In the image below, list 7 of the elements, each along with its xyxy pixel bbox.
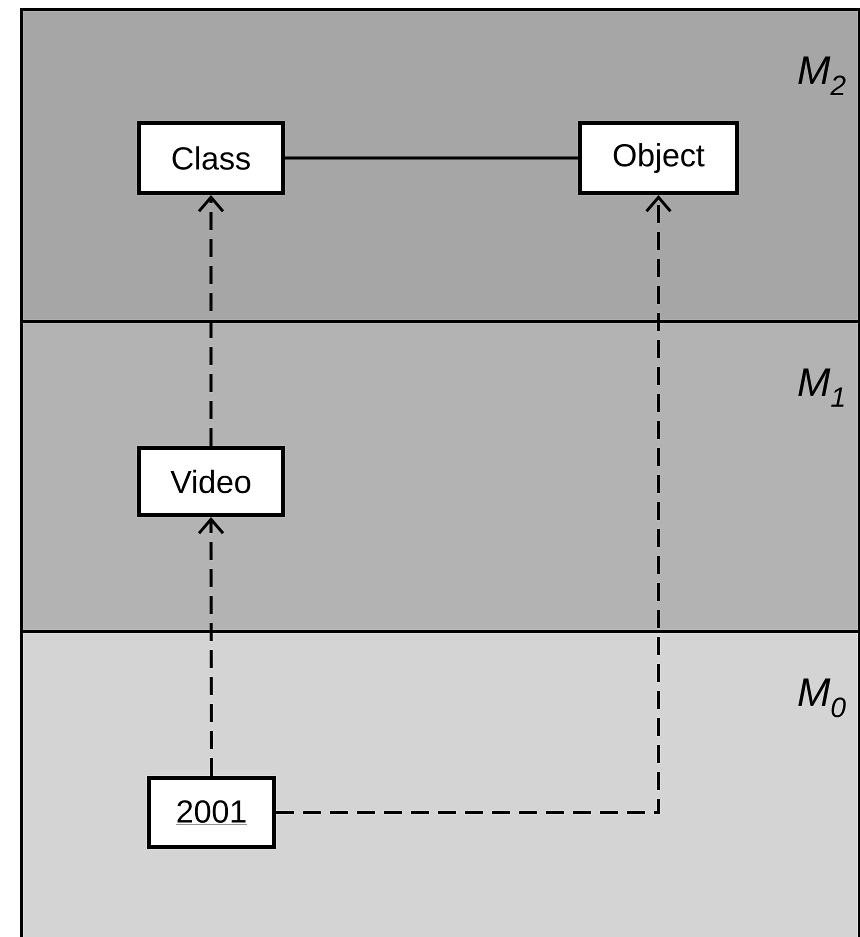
class-box: Class <box>137 121 285 195</box>
arrow <box>276 195 672 814</box>
class-box: 2001 <box>147 776 276 849</box>
class-box: Video <box>137 446 285 517</box>
arrow <box>198 517 224 776</box>
arrow <box>198 195 224 446</box>
class-box: Object <box>578 121 739 195</box>
